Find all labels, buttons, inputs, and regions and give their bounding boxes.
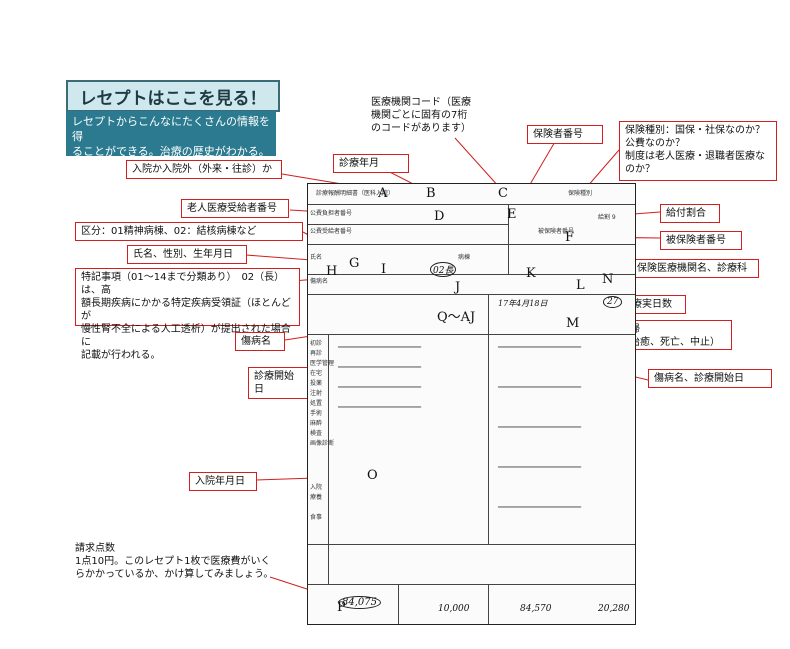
callout-institution-name: 保険医療機関名、診療科: [631, 259, 759, 278]
callout-points: 請求点数 1点10円。このレセプト1枚で医療費がいく らかかっているか、かけ算し…: [75, 542, 305, 581]
form-label: 公費負担者番号: [310, 210, 353, 217]
lead-line: レセプトからこんなにたくさんの情報を得: [72, 115, 270, 143]
marker-f: F: [565, 230, 575, 245]
form-label: 在宅: [310, 370, 323, 377]
page-title: レセプトはここを見る！: [66, 80, 280, 112]
text-line: 1点10円。このレセプト1枚で医療費がいく: [75, 556, 271, 567]
form-label: 注射: [310, 390, 323, 397]
form-label: 画像診断: [310, 440, 335, 447]
form-label: 処置: [310, 400, 323, 407]
callout-insurance-type: 保険種別：国保・社保なのか？ 公費なのか？ 制度は老人医療・退職者医療な のか？: [619, 121, 777, 181]
lead-text: レセプトからこんなにたくさんの情報を得 ることができる。治療の歴史がわかる。: [66, 111, 276, 158]
text-line: 記載が行われる。: [81, 350, 161, 361]
text-line: のコードがあります）: [371, 123, 471, 134]
hand-total3: 20,280: [598, 604, 630, 614]
callout-year-month: 診療年月: [333, 154, 409, 173]
marker-p: P: [337, 600, 346, 615]
text-line: 医療機関コード（医療: [371, 97, 471, 108]
form-label: 被保険者番号: [538, 228, 575, 235]
marker-n: N: [602, 272, 614, 287]
form-label: 病棟: [458, 254, 471, 261]
hand-special: 02長: [430, 262, 457, 277]
form-label: 食事: [310, 514, 323, 521]
text-line: 保険種別：国保・社保なのか？: [625, 125, 765, 136]
lead-line: ることができる。治療の歴史がわかる。: [72, 145, 270, 158]
text-line: 制度は老人医療・退職者医療な: [625, 151, 765, 162]
text-line: 額長期疾病にかかる特定疾病受領証（ほとんどが: [81, 298, 291, 322]
hand-total2: 84,570: [520, 604, 552, 614]
callout-start-date: 診療開始日: [248, 367, 308, 399]
form-ratio: 給割 9: [598, 214, 616, 221]
marker-m: M: [566, 316, 580, 331]
hand-points: 84,075: [338, 596, 381, 609]
form-label: 手術: [310, 410, 323, 417]
text-line: （治癒、死亡、中止）: [620, 337, 720, 348]
form-label: 医学管理: [310, 360, 335, 367]
callout-inpatient: 入院か入院外（外来・往診）か: [126, 160, 282, 179]
form-label: 初診: [310, 340, 323, 347]
hand-total1: 10,000: [438, 604, 470, 614]
marker-k: K: [526, 266, 536, 281]
marker-a: A: [378, 186, 388, 201]
text-line: 特記事項（01～14まで分類あり） 02（長）は、高: [81, 272, 285, 296]
text-line: 機関ごとに固有の7桁: [371, 110, 468, 121]
text-line: 請求点数: [75, 543, 115, 554]
form-label: 傷病名: [310, 278, 329, 285]
marker-g: G: [349, 256, 360, 271]
callout-institution-code: 医療機関コード（医療 機関ごとに固有の7桁 のコードがあります）: [371, 96, 501, 135]
callout-elderly-no: 老人医療受給者番号: [181, 199, 289, 218]
form-label: 療養: [310, 494, 323, 501]
form-label: 検査: [310, 430, 323, 437]
form-label: 入院: [310, 484, 323, 491]
receipt-form: 診療報酬明細書（医科入院） 初診 再診 医学管理 在宅 投薬 注射 処置 手術 …: [307, 183, 636, 625]
callout-insured-no: 被保険者番号: [660, 231, 742, 250]
callout-insurer-no: 保険者番号: [527, 125, 603, 144]
form-label: 保険種別: [568, 190, 593, 197]
form-label: 投薬: [310, 380, 323, 387]
marker-c: C: [498, 186, 508, 201]
marker-q-aj: Q～AJ: [437, 310, 476, 325]
callout-category: 区分：01精神病棟、02：結核病棟など: [75, 222, 303, 241]
form-label: 氏名: [310, 254, 323, 261]
callout-disease-start: 傷病名、診療開始日: [648, 369, 772, 388]
callout-special-notes: 特記事項（01～14まで分類あり） 02（長）は、高 額長期疾病にかかる特定疾病…: [75, 268, 300, 361]
text-line: 公費なのか？: [625, 138, 685, 149]
hand-dates: 17年4月18日: [498, 299, 548, 308]
callout-admission-date: 入院年月日: [189, 472, 257, 491]
form-label: 再診: [310, 350, 323, 357]
form-header: 診療報酬明細書（医科入院）: [316, 190, 395, 197]
form-label: 公費受給者番号: [310, 228, 353, 235]
text-line: らかかっているか、かけ算してみましょう。: [75, 569, 274, 580]
marker-d: D: [434, 209, 445, 224]
form-label: 麻酔: [310, 420, 323, 427]
callout-disease-name: 傷病名: [235, 332, 285, 351]
callout-benefit-ratio: 給付割合: [660, 204, 720, 223]
marker-e: E: [507, 207, 517, 222]
text-line: 慢性腎不全による人工透析）が提出された場合に: [81, 324, 291, 348]
marker-j: J: [455, 280, 461, 295]
marker-l: L: [576, 278, 585, 293]
marker-h: H: [326, 264, 338, 279]
marker-o: O: [367, 468, 378, 483]
marker-i: I: [381, 262, 387, 277]
text-line: のか？: [625, 164, 655, 175]
hand-days: 27: [603, 296, 623, 308]
marker-b: B: [426, 186, 436, 201]
callout-name-sex-dob: 氏名、性別、生年月日: [127, 245, 247, 264]
